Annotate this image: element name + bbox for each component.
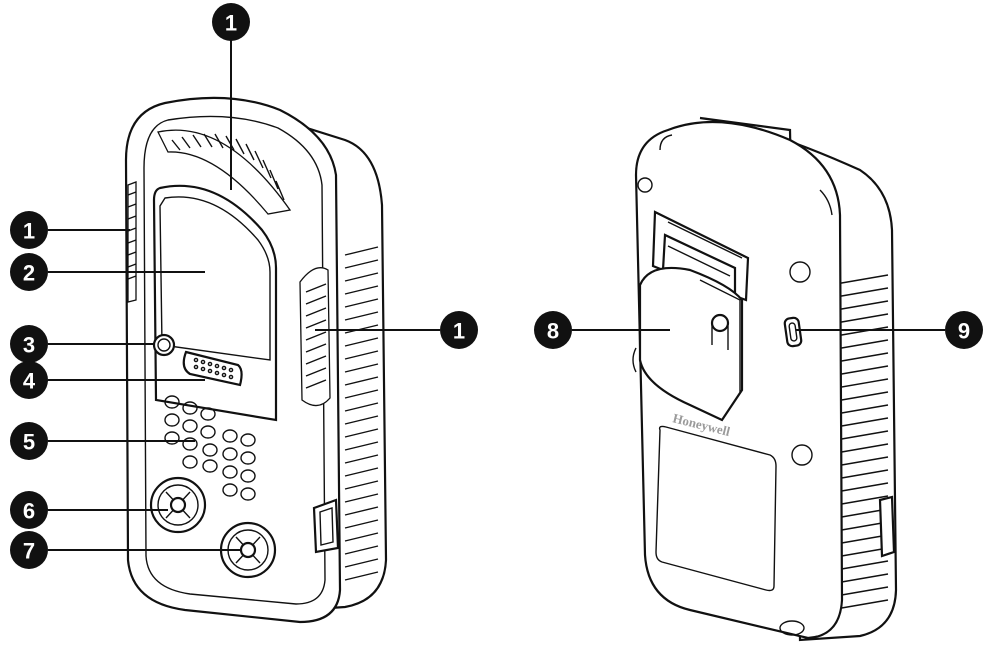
callout-7: 7	[10, 531, 48, 569]
callout-8: 8	[534, 311, 572, 349]
callout-label: 8	[547, 319, 559, 344]
callout-6: 6	[10, 491, 48, 529]
callout-4: 4	[10, 361, 48, 399]
sensor-port-6-icon	[149, 476, 207, 534]
back-side-ribs	[829, 274, 889, 611]
sensor-holes	[164, 395, 256, 501]
front-device	[124, 96, 388, 624]
top-alarm-bar	[157, 129, 292, 215]
belt-clip	[632, 210, 750, 422]
label-area	[655, 425, 777, 592]
callout-label: 1	[225, 11, 237, 36]
sensor-port-7-icon	[219, 521, 277, 579]
display-screen	[159, 196, 271, 361]
callout-label: 7	[23, 539, 35, 564]
power-button-icon	[152, 333, 176, 357]
front-side-ribs	[344, 246, 379, 581]
callout-2: 2	[10, 253, 48, 291]
callout-label: 1	[23, 219, 35, 244]
callout-label: 3	[23, 333, 35, 358]
callout-9: 9	[945, 311, 983, 349]
callout-label: 9	[958, 319, 970, 344]
leader-lines	[48, 40, 945, 551]
callout-label: 4	[23, 369, 36, 394]
callout-label: 6	[23, 499, 35, 524]
callout-label: 2	[23, 261, 35, 286]
callout-3: 3	[10, 325, 48, 363]
callout-label: 5	[23, 430, 35, 455]
callout-label: 1	[453, 319, 465, 344]
callout-1-right: 1	[440, 311, 478, 349]
callout-1-top: 1	[212, 3, 250, 41]
back-device: Honeywell	[632, 116, 898, 642]
callout-1-left: 1	[10, 211, 48, 249]
callout-5: 5	[10, 422, 48, 460]
charging-port-icon	[783, 316, 803, 348]
